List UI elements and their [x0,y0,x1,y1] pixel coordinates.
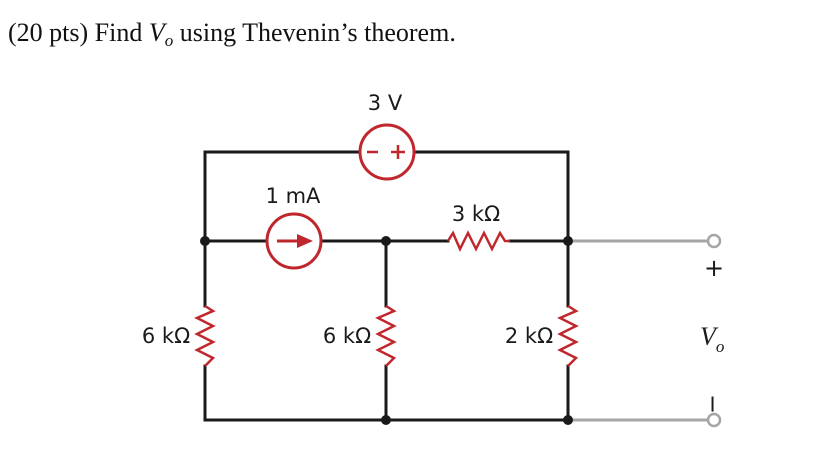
resistor-top [446,230,510,252]
current-source-label: 1 mA [266,184,321,208]
resistor-top-label: 3 kΩ [452,202,500,226]
resistor-middle [375,304,397,367]
output-terminal-bottom [706,412,722,428]
problem-prefix: (20 pts) Find [8,18,149,47]
junction-dot [200,236,210,246]
output-voltage-label: Vo [700,322,724,356]
wires [203,150,570,422]
junction-dot [563,415,573,425]
output-wires [568,239,708,422]
resistor-right-label: 2 kΩ [505,324,553,348]
junction-dot [381,415,391,425]
junctions [200,236,573,425]
vo-variable: Vo [148,18,174,50]
resistor-left-label: 6 kΩ [142,324,190,348]
resistor-left [194,304,216,367]
output-terminal-top [706,233,722,249]
voltage-source-label: 3 V [368,91,403,115]
resistor-middle-label: 6 kΩ [323,324,371,348]
resistor-right [557,304,579,367]
problem-statement: (20 pts) Find Vo using Thevenin’s theore… [8,18,456,51]
output-plus-sign: + [704,254,724,282]
voltage-source [358,123,416,181]
junction-dot [381,236,391,246]
junction-dot [563,236,573,246]
current-source [265,212,323,270]
current-source-arrow-head [297,234,313,248]
voltage-source-circle [358,123,416,181]
output-minus-sign: − [699,394,727,414]
problem-suffix: using Thevenin’s theorem. [173,18,456,47]
